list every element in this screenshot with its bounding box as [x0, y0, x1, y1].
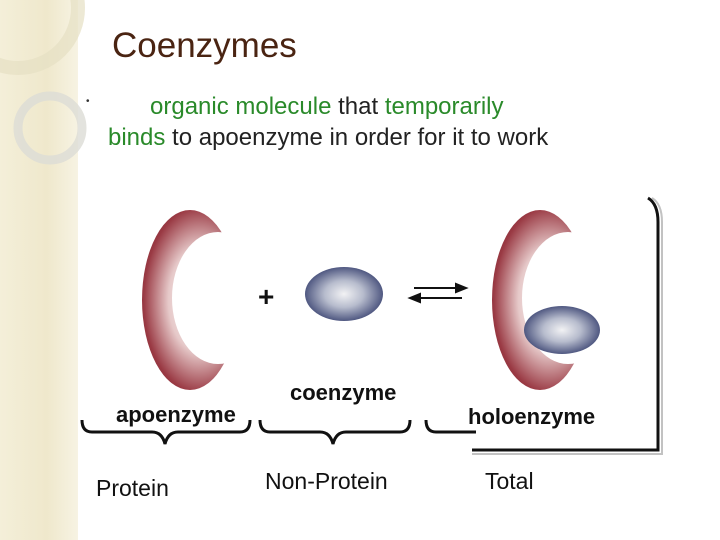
- bound-coenzyme-shape: [524, 306, 600, 354]
- definition-text: organic molecule that temporarily binds t…: [108, 91, 688, 153]
- holoenzyme-bracket: [424, 419, 476, 434]
- nonprotein-label: Non-Protein: [265, 468, 388, 494]
- equilibrium-arrows-icon: [407, 282, 469, 304]
- definition-part5: to apoenzyme in order for it to work: [165, 124, 549, 151]
- protein-label: Protein: [96, 475, 169, 501]
- slide-title: Coenzymes: [112, 26, 297, 65]
- bullet-marker: •: [86, 96, 90, 107]
- definition-part4: binds: [108, 124, 166, 151]
- holoenzyme-label: holoenzyme: [468, 404, 596, 429]
- apoenzyme-bracket: [80, 419, 252, 445]
- apoenzyme-shape: [130, 200, 250, 400]
- holoenzyme-shape: [480, 200, 600, 400]
- holoenzyme-frame: [472, 196, 660, 452]
- definition-part3: temporarily: [384, 93, 504, 120]
- definition-part1: organic molecule: [150, 93, 332, 120]
- apoenzyme-label: apoenzyme: [116, 402, 236, 427]
- sidebar-band: [0, 0, 78, 540]
- plus-sign: +: [258, 281, 274, 312]
- coenzyme-label: coenzyme: [290, 380, 397, 405]
- holoenzyme-frame-shadow: [472, 197, 663, 455]
- coenzyme-shape: [305, 267, 383, 321]
- total-label: Total: [485, 468, 534, 494]
- coenzyme-bracket: [258, 419, 412, 445]
- definition-part2: that: [331, 93, 385, 120]
